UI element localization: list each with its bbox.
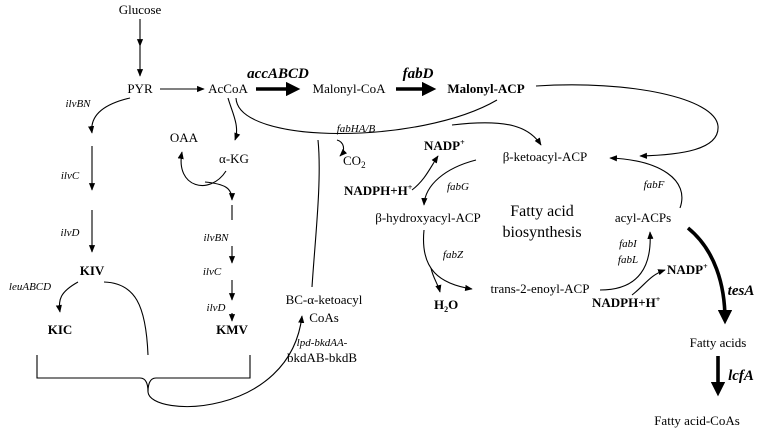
acylacp-to-ketoacyl-arrow [609, 155, 683, 209]
h2o-label: H2O [434, 297, 458, 314]
gene-fabZ: fabZ [443, 249, 464, 261]
kmv-label: KMV [216, 322, 248, 337]
nadp-top-label: NADP+ [424, 138, 465, 153]
bc-ketoacyl-line1: BC-α-ketoacyl [286, 292, 363, 307]
gene-tesA: tesA [728, 283, 755, 299]
pyr-to-ilvbn-arrow [88, 97, 131, 134]
kic-kmv-brace [36, 355, 251, 393]
gene-ilvBN-left: ilvBN [65, 98, 91, 110]
malonyl-acp-label: Malonyl-ACP [447, 81, 524, 96]
akg-label: α-KG [219, 151, 249, 166]
kiv-to-kic-arrow [55, 281, 79, 313]
gene-fabD: fabD [403, 66, 434, 82]
gene-ilvD-left: ilvD [61, 227, 80, 239]
kiv-to-bc-curve [103, 281, 149, 356]
acyl-acps-label: acyl-ACPs [615, 210, 671, 225]
nadph-bottom-label: NADPH+H+ [592, 295, 661, 310]
gene-ilvC-left: ilvC [61, 170, 80, 182]
ketoacyl-acp-label: β-ketoacyl-ACP [503, 149, 588, 164]
gene-fabG: fabG [447, 181, 469, 193]
fatty-acid-biosynthesis-line2: biosynthesis [502, 224, 581, 241]
gene-fabF: fabF [644, 179, 665, 191]
kic-label: KIC [48, 322, 73, 337]
oaa-cycle-arrow [177, 151, 227, 186]
gene-ilvC-right: ilvC [203, 266, 222, 278]
gene-ilvD-right: ilvD [207, 302, 226, 314]
gene-lcfA: lcfA [728, 368, 754, 384]
nadph-to-nadp-bottom-arrow [631, 269, 666, 296]
pyr-label: PYR [127, 81, 153, 96]
accoa-to-akg-arrow [227, 97, 241, 141]
gene-lpd-bkd-line1: lpd-bkdAA- [297, 337, 348, 349]
acylacp-to-fatty-acids-arrow [686, 226, 733, 325]
co2-label: CO2 [343, 153, 366, 170]
nadph-top-label: NADPH+H+ [344, 183, 413, 198]
h2o-release-arrow [430, 267, 442, 293]
gene-fabL: fabL [618, 254, 638, 266]
fatty-acids-label: Fatty acids [690, 335, 747, 350]
fatty-acid-biosynthesis-line1: Fatty acid [510, 203, 574, 220]
co2-release-arrow [336, 139, 348, 157]
glucose-label: Glucose [119, 2, 162, 17]
gene-leuABCD: leuABCD [9, 281, 51, 293]
accoa-malonylacp-condensation-curve [235, 97, 498, 135]
malonylacp-loop-arrow [535, 84, 719, 159]
enoyl-acp-label: trans-2-enoyl-ACP [491, 281, 590, 296]
bc-to-fabh-curve [311, 139, 320, 288]
nadph-to-nadp-cofactor-arrow [411, 155, 439, 191]
gene-fabHAB: fabHA/B [337, 123, 376, 135]
akg-to-ilvbn-arrow [204, 181, 236, 201]
gene-accABCD: accABCD [247, 66, 309, 82]
bc-ketoacyl-line2: CoAs [309, 310, 339, 325]
nadp-bottom-label: NADP+ [667, 262, 708, 277]
ketoacyl-to-hydroxyacyl-arrow [421, 159, 477, 206]
hydroxyacyl-acp-label: β-hydroxyacyl-ACP [375, 210, 481, 225]
kiv-label: KIV [80, 263, 105, 278]
malonyl-coa-label: Malonyl-CoA [313, 81, 387, 96]
oaa-label: OAA [170, 130, 199, 145]
gene-lpd-bkd-line2: bkdAB-bkdB [287, 350, 357, 365]
gene-fabI: fabI [619, 238, 638, 250]
brace-to-bc-arrow [147, 315, 305, 408]
condensation-to-ketoacyl-arrow [451, 122, 542, 146]
hydroxyacyl-to-enoyl-arrow [422, 229, 473, 291]
accoa-label: AcCoA [208, 81, 248, 96]
gene-ilvBN-right: ilvBN [203, 232, 229, 244]
fatty-acid-coas-label: Fatty acid-CoAs [654, 413, 740, 428]
enoyl-to-acylacp-arrow [599, 231, 654, 291]
